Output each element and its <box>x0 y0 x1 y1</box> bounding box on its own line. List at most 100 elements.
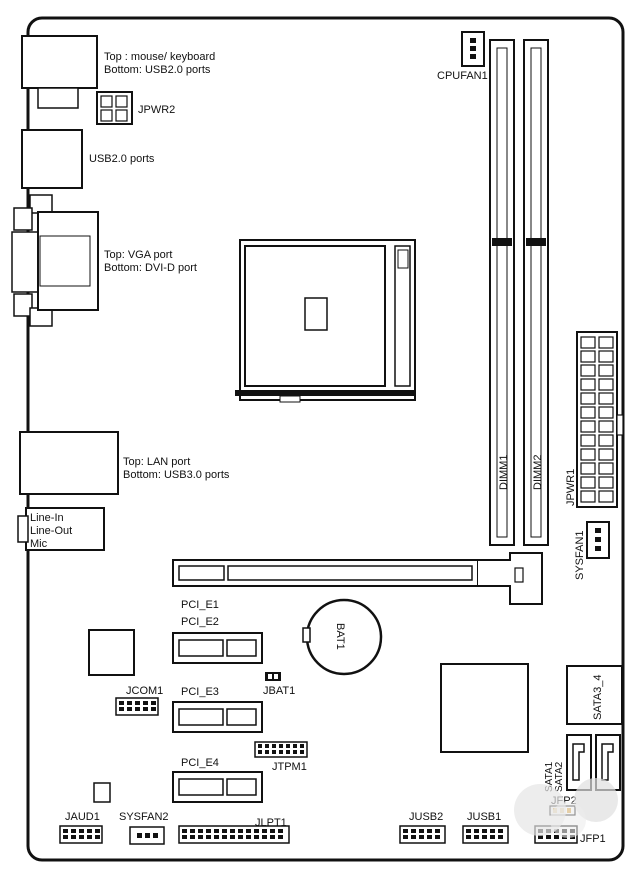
header-pin <box>262 829 267 833</box>
power-pin <box>580 392 596 405</box>
header-pin <box>498 829 503 833</box>
io-audio-line-out: Line-Out <box>30 525 72 537</box>
header-pin <box>272 750 276 754</box>
header-pin <box>474 829 479 833</box>
header-pin <box>135 707 140 711</box>
power-pin <box>580 336 596 349</box>
pci-e3-slot <box>172 701 263 733</box>
header-pin <box>498 835 503 839</box>
header-pin <box>254 829 259 833</box>
power-pin <box>598 490 614 503</box>
pci-e4-label: PCI_E4 <box>181 757 219 769</box>
header-pin <box>214 835 219 839</box>
power-pin <box>580 490 596 503</box>
header-pin <box>135 701 140 705</box>
header-pin <box>198 835 203 839</box>
header-pin <box>206 829 211 833</box>
power-pin <box>598 392 614 405</box>
header-pin <box>435 829 440 833</box>
header-pin <box>279 744 283 748</box>
header-pin <box>279 750 283 754</box>
power-pin <box>580 462 596 475</box>
jusb2-label: JUSB2 <box>409 811 443 823</box>
header-pin <box>278 835 283 839</box>
power-pin <box>598 378 614 391</box>
io-lan-usb3-port <box>19 431 119 495</box>
pci-e2-slot <box>172 632 263 664</box>
jaud1-label: JAUD1 <box>65 811 100 823</box>
io-usb2-label: USB2.0 ports <box>89 153 155 165</box>
jtpm1-label: JTPM1 <box>272 761 307 773</box>
io-audio-line-in: Line-In <box>30 512 64 524</box>
header-pin <box>419 835 424 839</box>
io-usb2-port <box>21 129 83 189</box>
jpwr1-connector <box>576 331 624 508</box>
jpwr1-label: JPWR1 <box>565 469 577 506</box>
pci-e4-slot <box>172 771 263 803</box>
super-io-chip <box>440 663 529 753</box>
sysfan1-label: SYSFAN1 <box>574 530 586 580</box>
header-pin <box>238 829 243 833</box>
header-pin <box>71 835 76 839</box>
io-audio-mic: Mic <box>30 538 48 550</box>
sysfan1-header <box>586 521 610 559</box>
header-pin <box>546 835 551 839</box>
header-pin <box>206 835 211 839</box>
jusb2-header <box>399 825 446 844</box>
header-pin <box>79 835 84 839</box>
header-pin <box>258 744 262 748</box>
header-pin <box>411 829 416 833</box>
pci-e1-slot <box>172 552 543 605</box>
io-mouse-keyboard-usb <box>21 35 98 109</box>
watermark-logo <box>514 778 618 838</box>
header-pin <box>286 744 290 748</box>
chipset-square <box>88 629 135 676</box>
power-pin <box>598 336 614 349</box>
header-pin <box>87 829 92 833</box>
pci-e1-label: PCI_E1 <box>181 599 219 611</box>
header-pin <box>63 835 68 839</box>
header-pin <box>554 835 559 839</box>
jcom1-label: JCOM1 <box>126 685 163 697</box>
header-pin <box>71 829 76 833</box>
power-pin <box>580 350 596 363</box>
jpwr2-connector <box>96 91 133 125</box>
header-pin <box>300 744 304 748</box>
bat1-battery <box>302 598 383 676</box>
dimm2-slot <box>523 39 549 546</box>
header-pin <box>427 829 432 833</box>
sata2-connector <box>595 734 621 791</box>
header-pin <box>246 835 251 839</box>
header-pin <box>270 829 275 833</box>
io-lan-label-top: Top: LAN port <box>123 456 190 468</box>
small-component <box>93 782 111 803</box>
sata3-4-connector <box>566 665 623 725</box>
pci-e2-label: PCI_E2 <box>181 616 219 628</box>
header-pin <box>182 835 187 839</box>
header-pin <box>272 744 276 748</box>
jtpm1-header <box>254 741 308 758</box>
header-pin <box>278 829 283 833</box>
jbat1-label: JBAT1 <box>263 685 295 697</box>
header-pin <box>143 707 148 711</box>
power-pin <box>598 406 614 419</box>
power-pin <box>580 476 596 489</box>
header-pin <box>230 829 235 833</box>
power-pin <box>598 448 614 461</box>
power-pin <box>580 364 596 377</box>
header-pin <box>482 835 487 839</box>
header-pin <box>490 835 495 839</box>
cpufan1-label: CPUFAN1 <box>437 70 488 82</box>
header-pin <box>119 707 124 711</box>
header-pin <box>411 835 416 839</box>
power-pin <box>598 434 614 447</box>
header-pin <box>419 829 424 833</box>
header-pin <box>151 701 156 705</box>
io-audio-jacks <box>17 507 105 551</box>
header-pin <box>466 835 471 839</box>
io-mouse-kb-label-top: Top : mouse/ keyboard <box>104 51 215 63</box>
header-pin <box>466 829 471 833</box>
header-pin <box>286 750 290 754</box>
jaud1-header <box>59 825 103 844</box>
